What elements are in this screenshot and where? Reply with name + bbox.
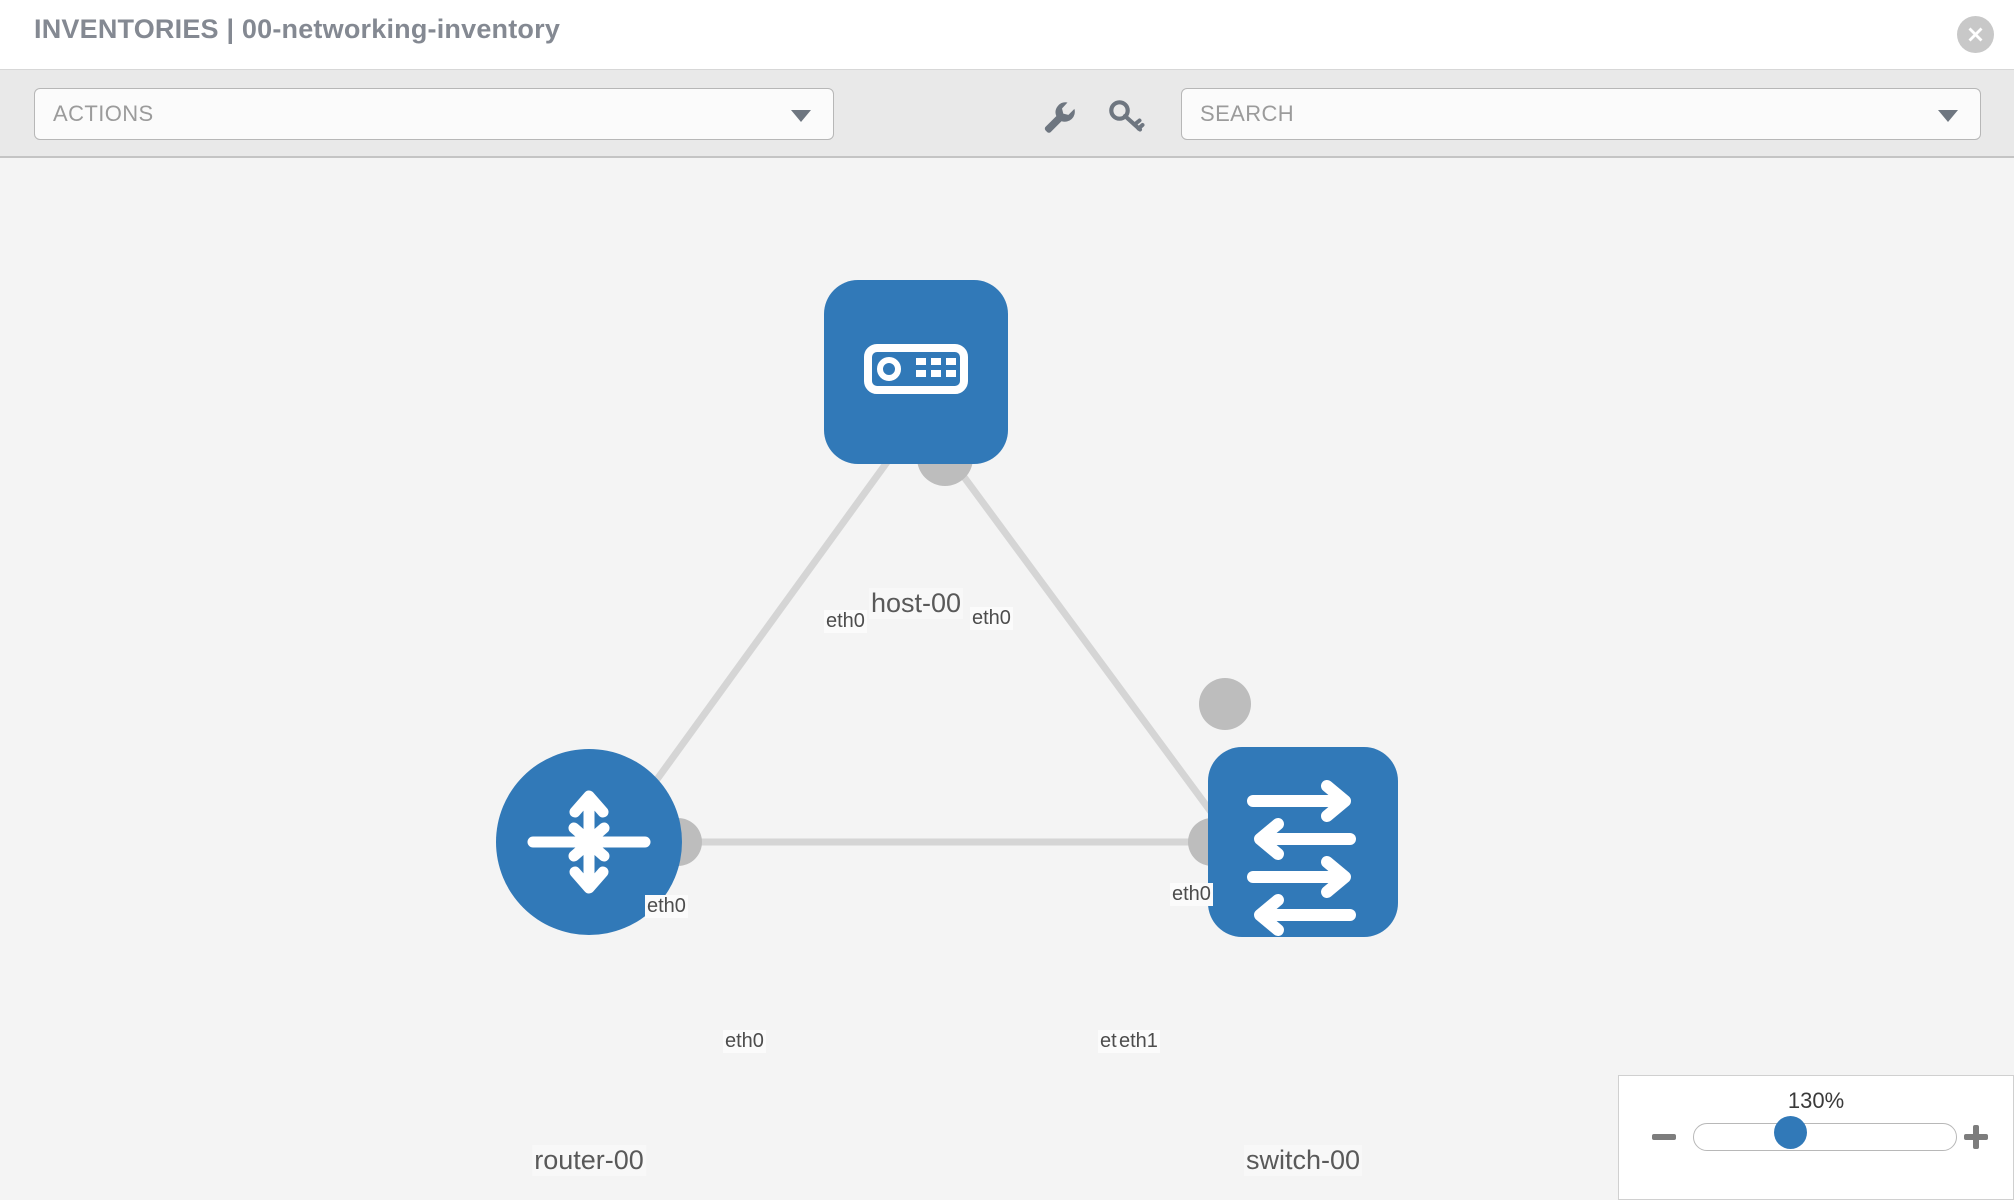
zoom-out-button[interactable] <box>1649 1122 1679 1152</box>
topology-canvas[interactable]: host-00 router-00 switch-00 eth0 eth0 et… <box>0 158 2014 1200</box>
chevron-down-icon <box>1938 110 1958 122</box>
interface-label-router00-host00: eth0 <box>645 895 688 918</box>
toolbar: ACTIONS SEARCH <box>0 70 2014 158</box>
node-label-router-00: router-00 <box>532 1145 646 1176</box>
chevron-down-icon <box>791 110 811 122</box>
topology-ports <box>654 430 1251 866</box>
interface-label-switch00-host00: eth0 <box>1170 883 1213 906</box>
router-icon <box>527 790 651 894</box>
zoom-control-panel: 130% <box>1618 1075 2014 1200</box>
node-switch-00[interactable] <box>1208 747 1398 937</box>
switch-icon <box>1247 780 1356 936</box>
zoom-level-value: 130% <box>1787 1088 1845 1113</box>
topology-links <box>597 455 1248 861</box>
plus-icon <box>1964 1125 1988 1149</box>
page-title: INVENTORIES | 00-networking-inventory <box>34 14 561 44</box>
actions-dropdown[interactable]: ACTIONS <box>34 88 834 140</box>
zoom-in-button[interactable] <box>1961 1122 1991 1152</box>
interface-label-host00-switch00: eth0 <box>970 607 1013 630</box>
minus-icon <box>1652 1134 1676 1140</box>
key-icon-glyph <box>1109 100 1145 132</box>
interface-label-switch00-eth1: eth1 <box>1117 1030 1160 1053</box>
interface-label-router00-switch00: eth0 <box>723 1030 766 1053</box>
link-host00-switch00[interactable] <box>947 455 1248 861</box>
close-icon[interactable] <box>1957 16 1994 53</box>
search-input-placeholder: SEARCH <box>1200 101 1295 126</box>
page-header: INVENTORIES | 00-networking-inventory <box>0 0 2014 70</box>
close-icon-glyph <box>1968 27 1983 42</box>
actions-dropdown-label: ACTIONS <box>53 101 154 126</box>
search-input[interactable]: SEARCH <box>1181 88 1981 140</box>
port-switch00-eth0[interactable] <box>1199 678 1251 730</box>
interface-label-host00-router00: eth0 <box>824 610 867 633</box>
server-icon <box>864 344 968 394</box>
wrench-icon-glyph <box>1044 102 1075 133</box>
zoom-slider-track[interactable] <box>1693 1123 1957 1151</box>
node-label-switch-00: switch-00 <box>1243 1145 1363 1176</box>
zoom-slider-thumb[interactable] <box>1774 1116 1807 1149</box>
topology-graph <box>496 280 1398 937</box>
node-label-host-00: host-00 <box>868 588 964 619</box>
node-host-00[interactable] <box>824 280 1008 464</box>
wrench-icon[interactable] <box>1036 94 1080 138</box>
node-router-00[interactable] <box>496 749 682 935</box>
key-icon[interactable] <box>1104 94 1148 138</box>
